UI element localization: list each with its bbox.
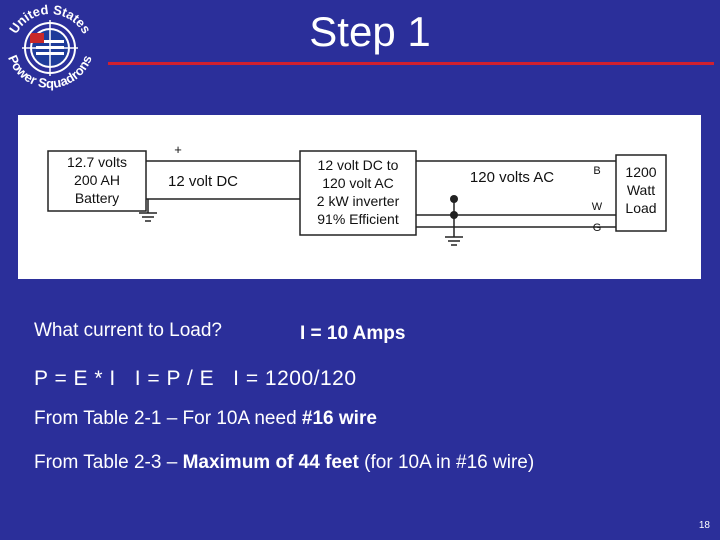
- inverter-line3: 2 kW inverter: [317, 193, 400, 209]
- inverter-line1: 12 volt DC to: [318, 157, 399, 173]
- inverter-line4: 91% Efficient: [317, 211, 399, 227]
- table-2-1-line: From Table 2-1 – For 10A need #16 wire: [34, 408, 377, 430]
- table-2-1-text: From Table 2-1 – For 10A need: [34, 408, 302, 429]
- max-length-bold: Maximum of 44 feet: [182, 452, 359, 473]
- table-2-3-suffix: (for 10A in #16 wire): [358, 452, 535, 473]
- wire-g-label: G: [593, 222, 602, 234]
- circuit-diagram: 12.7 volts 200 AH Battery + 12 volt DC 1…: [18, 115, 701, 279]
- battery-line2: 200 AH: [74, 172, 120, 188]
- wire-gauge-bold: #16 wire: [301, 408, 377, 429]
- slide-title: Step 1: [309, 8, 431, 55]
- load-line2: Watt: [627, 182, 655, 198]
- title-rule: [108, 62, 714, 65]
- dc-wire-label: 12 volt DC: [168, 173, 238, 190]
- ground-symbol-ac: [445, 236, 463, 246]
- wire-w-label: W: [592, 201, 603, 213]
- formula-line: P = E * I I = P / E I = 1200/120: [34, 367, 357, 390]
- battery-line1: 12.7 volts: [67, 154, 127, 170]
- battery-line3: Battery: [75, 190, 119, 206]
- table-2-3-line: From Table 2-3 – Maximum of 44 feet (for…: [34, 452, 534, 474]
- wire-b-label: B: [593, 165, 600, 177]
- page-number: 18: [698, 520, 710, 531]
- answer-text: I = 10 Amps: [300, 323, 406, 344]
- ground-symbol-dc: [139, 212, 157, 222]
- inverter-line2: 120 volt AC: [322, 175, 394, 191]
- ac-wire-label: 120 volts AC: [470, 169, 554, 186]
- inverter-box: [299, 150, 417, 236]
- question-text: What current to Load?: [34, 320, 222, 341]
- battery-box: [47, 150, 147, 212]
- load-line1: 1200: [625, 164, 656, 180]
- load-box: [615, 154, 667, 232]
- table-2-3-text: From Table 2-3 –: [34, 452, 183, 473]
- load-line3: Load: [625, 200, 656, 216]
- plus-label: +: [174, 142, 182, 157]
- usps-logo: United States Power Squadrons: [0, 0, 100, 96]
